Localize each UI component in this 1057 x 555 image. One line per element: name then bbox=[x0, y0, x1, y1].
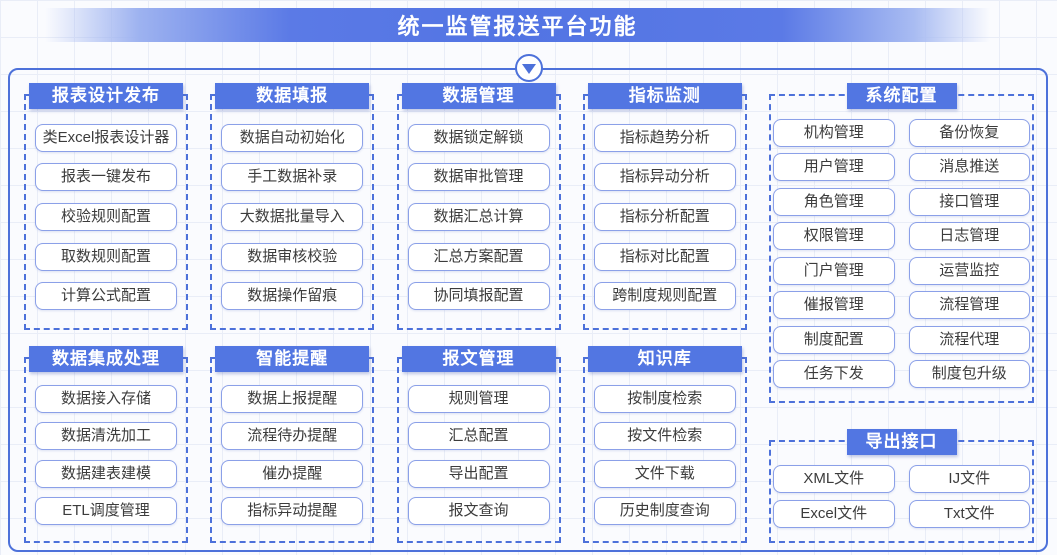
group-title: 导出接口 bbox=[846, 428, 957, 455]
section-data-entry: 数据填报 数据自动初始化 手工数据补录 大数据批量导入 数据审核校验 数据操作留… bbox=[210, 83, 375, 331]
section-system-config: 系统配置 机构管理 备份恢复 用户管理 消息推送 角色管理 接口管理 权限管理 … bbox=[769, 83, 1034, 403]
section-data-management: 数据管理 数据锁定解锁 数据审批管理 数据汇总计算 汇总方案配置 协同填报配置 bbox=[396, 83, 561, 331]
feature-item: 流程代理 bbox=[908, 325, 1030, 354]
feature-item: 指标对比配置 bbox=[593, 242, 736, 271]
column-3: 数据管理 数据锁定解锁 数据审批管理 数据汇总计算 汇总方案配置 协同填报配置 … bbox=[396, 82, 561, 543]
feature-item: 跨制度规则配置 bbox=[593, 282, 736, 311]
feature-item: 报表一键发布 bbox=[35, 163, 177, 192]
group-title: 指标监测 bbox=[587, 83, 742, 109]
feature-item: 催办提醒 bbox=[221, 459, 364, 488]
section-export-interface: 导出接口 XML文件 IJ文件 Excel文件 Txt文件 bbox=[769, 428, 1034, 543]
title-banner: 统一监管报送平台功能 bbox=[45, 8, 990, 42]
feature-item: 角色管理 bbox=[773, 187, 895, 216]
feature-item: 运营监控 bbox=[908, 256, 1030, 285]
feature-item: 备份恢复 bbox=[908, 118, 1030, 147]
feature-item: 大数据批量导入 bbox=[221, 203, 364, 232]
feature-item: 制度包升级 bbox=[908, 360, 1030, 388]
feature-item: 数据自动初始化 bbox=[221, 123, 364, 152]
group-title: 数据管理 bbox=[401, 83, 556, 109]
column-5: 系统配置 机构管理 备份恢复 用户管理 消息推送 角色管理 接口管理 权限管理 … bbox=[769, 82, 1034, 543]
group-title: 智能提醒 bbox=[215, 346, 370, 373]
feature-item: 接口管理 bbox=[908, 187, 1030, 216]
feature-item: XML文件 bbox=[773, 464, 895, 493]
column-1: 报表设计发布 类Excel报表设计器 报表一键发布 校验规则配置 取数规则配置 … bbox=[24, 82, 188, 543]
platform-functions-panel: 报表设计发布 类Excel报表设计器 报表一键发布 校验规则配置 取数规则配置 … bbox=[8, 68, 1048, 552]
section-knowledge-base: 知识库 按制度检索 按文件检索 文件下载 历史制度查询 bbox=[582, 346, 747, 543]
feature-item: 数据上报提醒 bbox=[221, 384, 364, 413]
feature-item: 汇总方案配置 bbox=[407, 242, 550, 271]
section-smart-reminder: 智能提醒 数据上报提醒 流程待办提醒 催办提醒 指标异动提醒 bbox=[210, 346, 375, 543]
page-title: 统一监管报送平台功能 bbox=[397, 14, 638, 39]
feature-item: 数据接入存储 bbox=[35, 384, 177, 413]
section-indicator-monitoring: 指标监测 指标趋势分析 指标异动分析 指标分析配置 指标对比配置 跨制度规则配置 bbox=[582, 83, 747, 331]
feature-item: 门户管理 bbox=[773, 256, 895, 285]
feature-item: 汇总配置 bbox=[407, 422, 550, 451]
feature-item: 数据清洗加工 bbox=[35, 422, 177, 451]
feature-item: 流程待办提醒 bbox=[221, 422, 364, 451]
section-data-integration: 数据集成处理 数据接入存储 数据清洗加工 数据建表建模 ETL调度管理 bbox=[24, 346, 188, 543]
group-title: 数据填报 bbox=[215, 83, 370, 109]
feature-item: 指标异动分析 bbox=[593, 163, 736, 192]
feature-item: 报文查询 bbox=[407, 497, 550, 526]
feature-item: 校验规则配置 bbox=[35, 203, 177, 232]
group-title: 报表设计发布 bbox=[29, 83, 183, 109]
column-2: 数据填报 数据自动初始化 手工数据补录 大数据批量导入 数据审核校验 数据操作留… bbox=[210, 82, 375, 543]
feature-item: 按文件检索 bbox=[593, 422, 736, 451]
feature-item: 历史制度查询 bbox=[593, 497, 736, 526]
column-4: 指标监测 指标趋势分析 指标异动分析 指标分析配置 指标对比配置 跨制度规则配置… bbox=[582, 82, 747, 543]
feature-item: IJ文件 bbox=[908, 464, 1030, 493]
feature-item: 类Excel报表设计器 bbox=[35, 123, 177, 152]
group-title: 数据集成处理 bbox=[29, 346, 183, 373]
feature-item: 数据审批管理 bbox=[407, 163, 550, 192]
group-title: 报文管理 bbox=[401, 346, 556, 373]
feature-item: 指标趋势分析 bbox=[593, 123, 736, 152]
feature-item: 取数规则配置 bbox=[35, 242, 177, 271]
feature-item: 计算公式配置 bbox=[35, 282, 177, 311]
feature-item: ETL调度管理 bbox=[35, 497, 177, 526]
feature-item: 指标异动提醒 bbox=[221, 497, 364, 526]
chevron-down-icon bbox=[521, 64, 536, 74]
feature-item: 数据操作留痕 bbox=[221, 282, 364, 311]
feature-item: 日志管理 bbox=[908, 222, 1030, 250]
feature-item: 机构管理 bbox=[773, 118, 895, 147]
feature-item: 权限管理 bbox=[773, 222, 895, 250]
feature-item: 数据汇总计算 bbox=[407, 203, 550, 232]
section-report-design: 报表设计发布 类Excel报表设计器 报表一键发布 校验规则配置 取数规则配置 … bbox=[24, 83, 188, 331]
feature-item: 催报管理 bbox=[773, 291, 895, 319]
connector-circle bbox=[514, 54, 543, 82]
section-message-management: 报文管理 规则管理 汇总配置 导出配置 报文查询 bbox=[396, 346, 561, 543]
feature-item: 文件下载 bbox=[593, 459, 736, 488]
feature-item: 数据审核校验 bbox=[221, 242, 364, 271]
feature-item: 导出配置 bbox=[407, 459, 550, 488]
feature-item: 数据锁定解锁 bbox=[407, 123, 550, 152]
feature-item: 制度配置 bbox=[773, 325, 895, 354]
feature-item: Excel文件 bbox=[773, 499, 895, 528]
group-title: 系统配置 bbox=[846, 83, 957, 109]
feature-item: Txt文件 bbox=[908, 499, 1030, 528]
feature-item: 流程管理 bbox=[908, 291, 1030, 319]
feature-item: 任务下发 bbox=[773, 360, 895, 388]
feature-item: 协同填报配置 bbox=[407, 282, 550, 311]
feature-item: 数据建表建模 bbox=[35, 459, 177, 488]
feature-item: 消息推送 bbox=[908, 153, 1030, 181]
feature-item: 按制度检索 bbox=[593, 384, 736, 413]
feature-item: 指标分析配置 bbox=[593, 203, 736, 232]
feature-item: 用户管理 bbox=[773, 153, 895, 181]
feature-item: 手工数据补录 bbox=[221, 163, 364, 192]
feature-item: 规则管理 bbox=[407, 384, 550, 413]
group-title: 知识库 bbox=[587, 346, 742, 373]
